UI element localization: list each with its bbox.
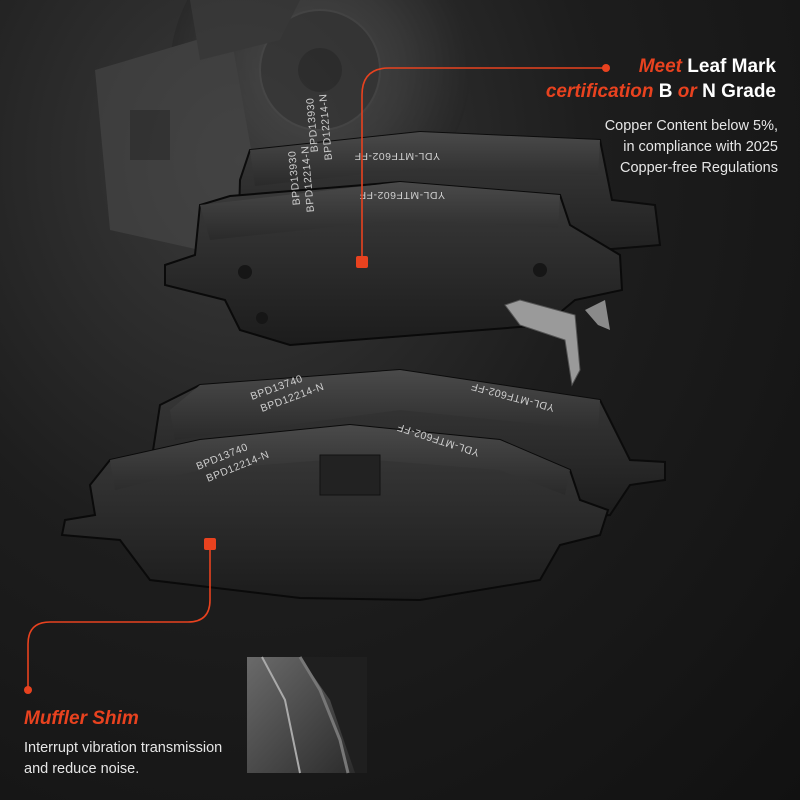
- title-accent: certification: [545, 81, 654, 102]
- title-accent: or: [677, 81, 697, 102]
- suspension-arm: [190, 0, 300, 60]
- certification-leader: [356, 64, 610, 268]
- title-text: Leaf Mark: [682, 56, 776, 77]
- rivet: [238, 265, 252, 279]
- leader-dot: [602, 64, 610, 72]
- clip-tab: [585, 300, 610, 330]
- wear-indicator-clip: [504, 299, 581, 387]
- shim-leader: [24, 538, 216, 694]
- friction-edge: [250, 132, 600, 186]
- description-line: Interrupt vibration transmission: [24, 740, 223, 756]
- pad-marker: [204, 538, 216, 550]
- title-text: N Grade: [696, 81, 776, 102]
- spec-text: YDL-MTF602-FF: [359, 189, 445, 201]
- friction-edge: [170, 370, 600, 440]
- description-line: in compliance with 2025: [623, 139, 778, 155]
- rear-pad-front: BPD13930 BPD12214-N YDL-MTF602-FF: [164, 145, 624, 387]
- shim-description: Interrupt vibration transmission and red…: [24, 738, 222, 780]
- title-text: B: [653, 81, 678, 102]
- hub-center: [298, 48, 342, 92]
- rivet: [533, 263, 547, 277]
- code-text: BPD12214-N: [317, 93, 335, 161]
- caliper-bracket: [130, 110, 170, 160]
- shim-edge: [261, 656, 301, 774]
- pad-notch: [319, 454, 381, 496]
- description-line: and reduce noise.: [24, 761, 140, 777]
- friction-edge: [110, 425, 570, 495]
- caliper-body: [95, 30, 260, 250]
- spec-text: YDL-MTF602-FF: [354, 150, 440, 162]
- code-text: BPD12214-N: [299, 145, 317, 213]
- part-number-text: BPD13930: [286, 150, 303, 206]
- certification-title: Meet Leaf Mark certification B or N Grad…: [546, 54, 776, 104]
- shim-layer: [247, 657, 355, 773]
- certification-description: Copper Content below 5%, in compliance w…: [605, 116, 778, 179]
- front-pad-front: BPD13740 BPD12214-N YDL-MTF602-FF: [60, 421, 610, 602]
- shim-edge: [298, 656, 350, 774]
- title-accent: Meet: [638, 56, 683, 77]
- shim-title: Muffler Shim: [24, 708, 139, 729]
- pad-marker: [356, 256, 368, 268]
- part-number-text: BPD13930: [304, 97, 321, 153]
- leader-dot: [24, 686, 32, 694]
- description-line: Copper Content below 5%,: [604, 118, 778, 134]
- shim-detail-inset: [247, 656, 367, 774]
- rivet: [256, 312, 268, 324]
- description-line: Copper-free Regulations: [620, 160, 778, 176]
- friction-edge: [200, 182, 560, 240]
